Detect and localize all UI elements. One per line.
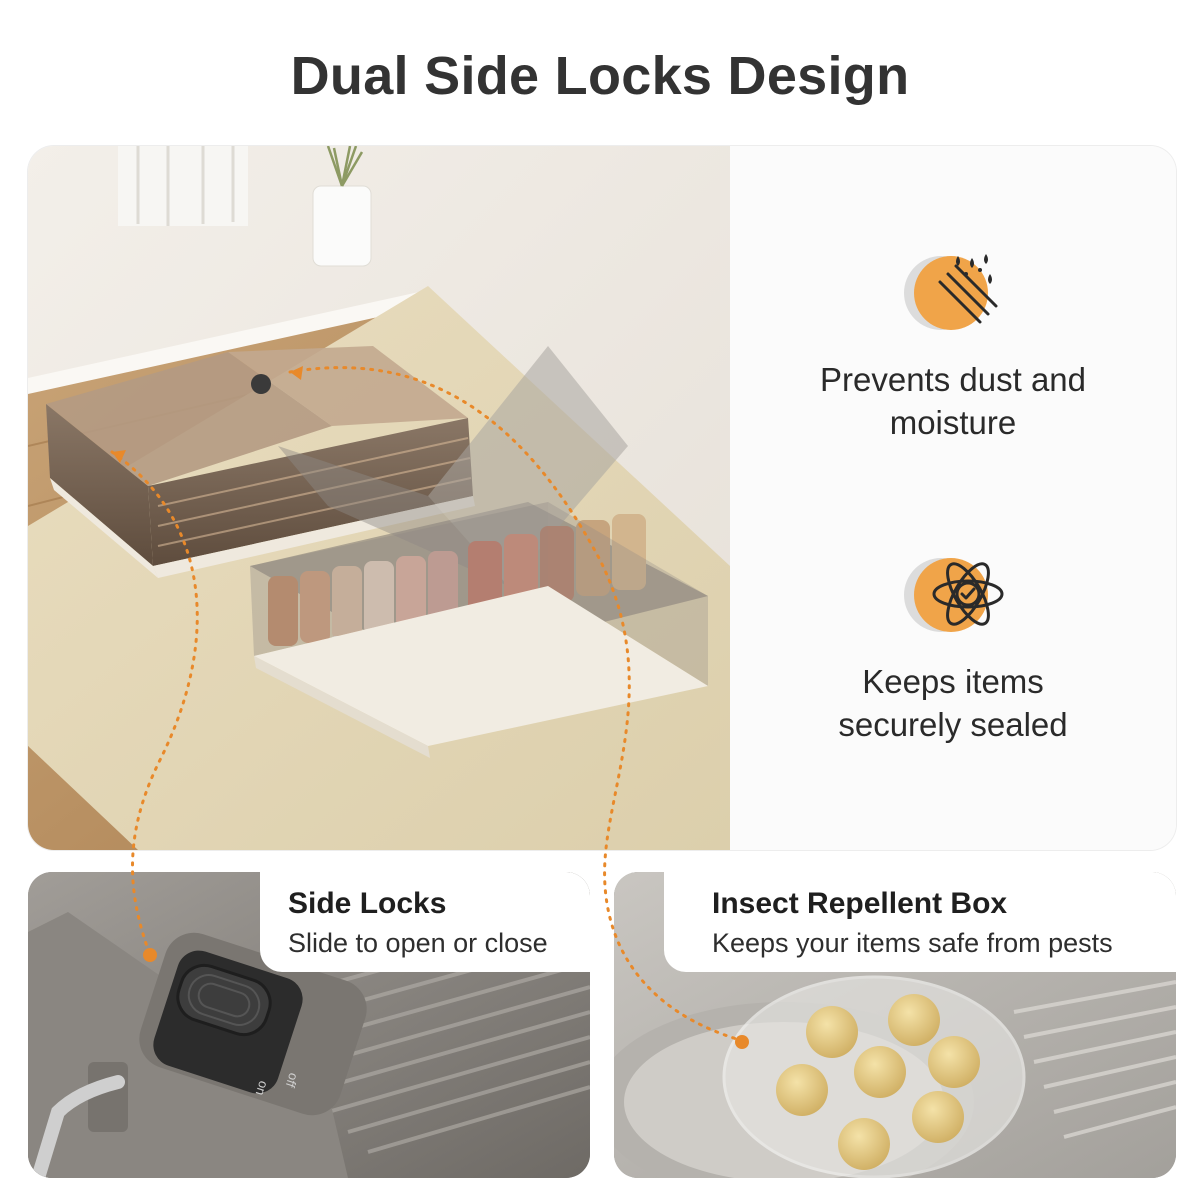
feature-2-line1: Keeps items (862, 663, 1044, 700)
sealed-atom-check-icon (898, 554, 1008, 638)
feature-sealed: Keeps items securely sealed (730, 554, 1176, 746)
insect-box-panel: Insect Repellent Box Keeps your items sa… (614, 872, 1176, 1178)
feature-dust-moisture: Prevents dust and moisture (730, 252, 1176, 444)
side-locks-callout: Side Locks Slide to open or close (260, 872, 590, 972)
feature-2-line2: securely sealed (838, 706, 1068, 743)
features-column: Prevents dust and moisture Keep (730, 146, 1176, 850)
off-label: off (283, 1071, 302, 1090)
side-locks-title: Side Locks (288, 887, 447, 920)
side-locks-description: Slide to open or close (288, 928, 548, 958)
feature-1-line1: Prevents dust and (820, 361, 1086, 398)
side-locks-panel: on off Side Locks Slide to open or close (28, 872, 590, 1178)
top-panel: Prevents dust and moisture Keep (28, 146, 1176, 850)
feature-1-line2: moisture (889, 404, 1017, 441)
storage-boxes-photo (28, 146, 730, 850)
dust-moisture-icon (898, 252, 1008, 336)
insect-box-callout: Insect Repellent Box Keeps your items sa… (664, 872, 1176, 972)
insect-box-title: Insect Repellent Box (712, 887, 1008, 920)
page-title: Dual Side Locks Design (290, 46, 910, 106)
insect-box-description: Keeps your items safe from pests (712, 928, 1113, 958)
on-label: on (253, 1079, 272, 1097)
